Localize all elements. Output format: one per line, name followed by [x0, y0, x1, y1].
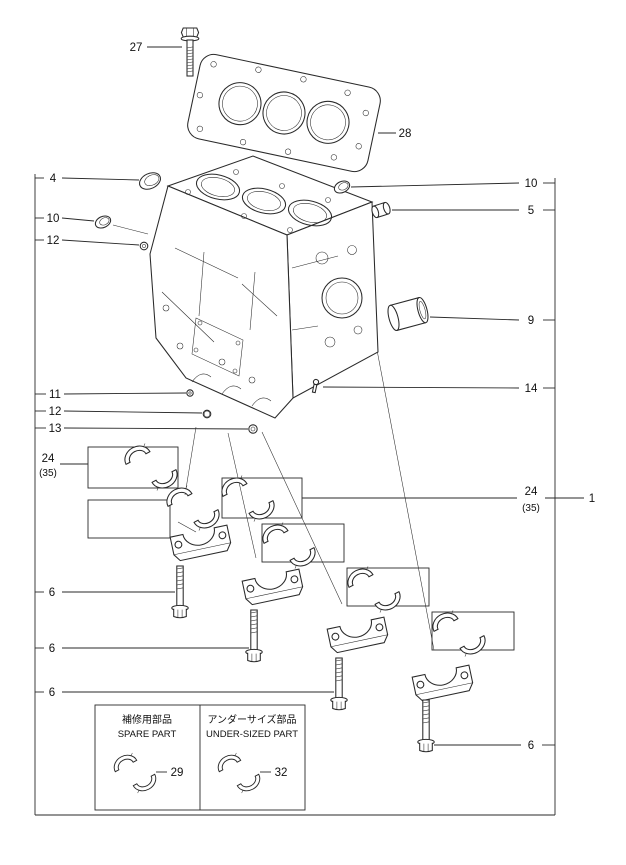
ball-11 — [186, 389, 194, 397]
legend-spare-shell-upper — [109, 750, 138, 773]
callout-6-c: 6 — [49, 687, 55, 699]
bearing-caps — [169, 524, 475, 703]
dowel-14 — [311, 378, 320, 394]
plug-5 — [371, 201, 391, 219]
legend-table: 補修用部品 SPARE PART アンダーサイズ部品 UNDER-SIZED P… — [94, 704, 306, 811]
head-bolt — [180, 27, 200, 77]
callout-10-right: 10 — [525, 178, 538, 190]
plug-12-left — [139, 241, 149, 251]
callout-4: 4 — [50, 173, 57, 185]
plug-10-left — [94, 215, 112, 229]
callout-5: 5 — [528, 205, 534, 217]
callout-24-left: 24 — [42, 453, 55, 465]
bearing-cap-4 — [411, 664, 475, 703]
bearing-shell-lower — [248, 500, 279, 525]
bearing-shell-lower — [374, 591, 405, 616]
cap-bolt-3 — [330, 657, 348, 711]
legend-undersized-jp: アンダーサイズ部品 — [207, 713, 296, 726]
callout-32: 32 — [275, 767, 288, 779]
callout-24-right-sub: (35) — [522, 503, 540, 514]
legend-undersized-shell-upper — [213, 750, 242, 773]
cap-bolt-4 — [417, 699, 435, 753]
plug-10-right — [333, 180, 351, 194]
callout-13: 13 — [49, 423, 62, 435]
callout-6-a: 6 — [49, 587, 55, 599]
cylinder-block — [149, 155, 379, 419]
bearing-box-center — [221, 477, 303, 519]
bearing-bushing-9 — [387, 296, 429, 332]
callout-6-b: 6 — [49, 643, 55, 655]
frame-border — [34, 174, 556, 816]
callout-12-left: 12 — [47, 235, 60, 247]
bearing-cap-2 — [241, 568, 305, 607]
cup-plug-4 — [139, 172, 161, 190]
bearing-shell-lower — [289, 547, 320, 572]
bearing-box-left-1 — [87, 446, 179, 489]
callout-6-d: 6 — [528, 740, 534, 752]
bearing-shell-lower — [459, 635, 490, 660]
legend-spare-en: SPARE PART — [118, 729, 177, 740]
legend-undersized-shell-lower — [236, 773, 265, 796]
callout-28: 28 — [399, 128, 412, 140]
callout-1: 1 — [589, 493, 595, 505]
bearing-cap-3 — [326, 616, 390, 655]
callout-14: 14 — [525, 383, 538, 395]
head-gasket — [187, 53, 381, 173]
legend-spare-jp: 補修用部品 — [122, 713, 172, 726]
leader-lines — [35, 46, 584, 746]
callout-11: 11 — [49, 389, 61, 401]
callout-24-left-sub: (35) — [39, 468, 57, 479]
bearing-shell-upper — [120, 440, 151, 465]
legend-undersized-en: UNDER-SIZED PART — [206, 729, 298, 740]
callout-29: 29 — [171, 767, 184, 779]
callout-9: 9 — [528, 315, 534, 327]
plug-13 — [248, 424, 258, 434]
cap-bolt-2 — [245, 609, 263, 663]
bearing-set-boxes — [87, 446, 515, 651]
callout-12-lower: 12 — [49, 406, 62, 418]
plug-12-lower — [202, 409, 212, 419]
callout-10-left: 10 — [47, 213, 60, 225]
callout-24-right: 24 — [525, 486, 538, 498]
bearing-box-left-2 — [87, 499, 171, 539]
callout-labels: 27 28 4 10 12 11 12 13 24 (35) 6 6 6 10 … — [39, 42, 595, 752]
bearing-cap-1 — [169, 524, 233, 563]
legend-spare-shell-lower — [132, 773, 161, 796]
callout-27: 27 — [130, 42, 143, 54]
